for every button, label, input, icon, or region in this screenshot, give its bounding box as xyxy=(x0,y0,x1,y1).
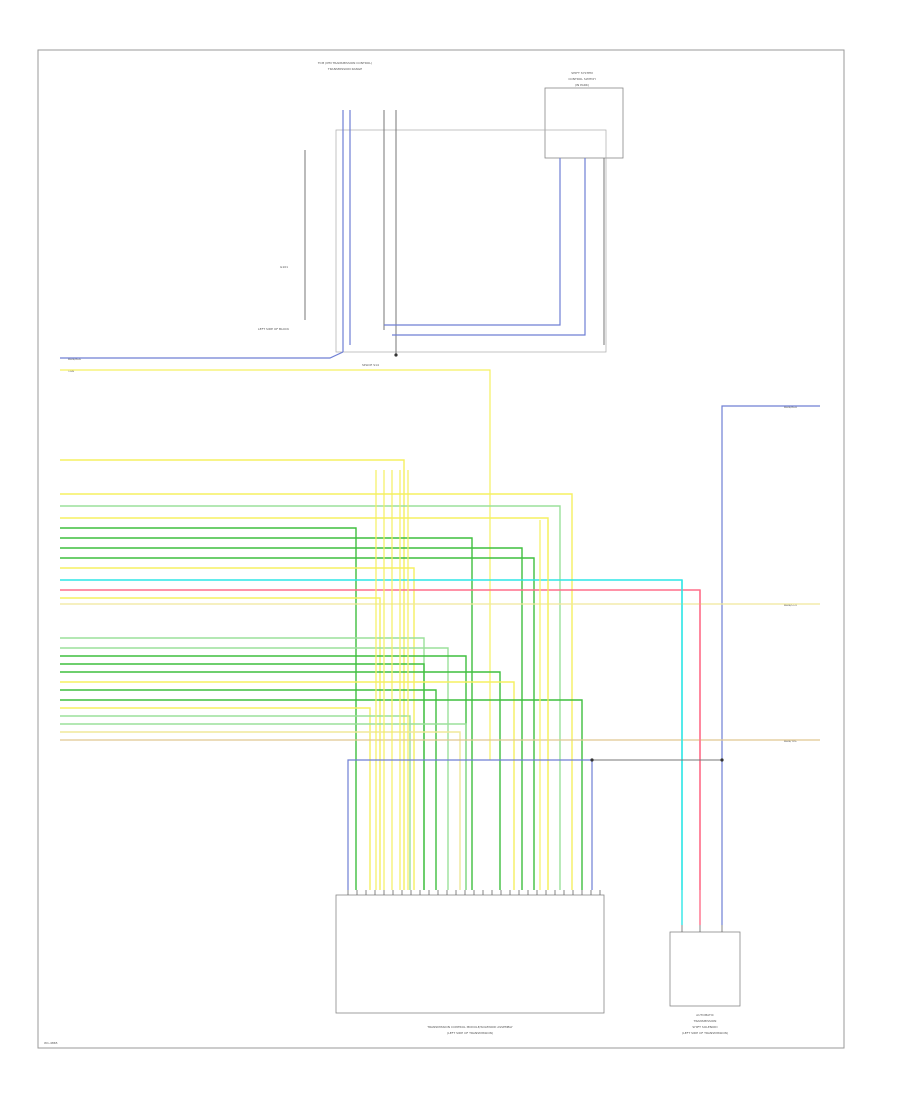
wire-row-23 xyxy=(60,723,467,890)
tcm-caption-1: TRANSMISSION CONTROL MODULE/SOLENOID ASS… xyxy=(426,1025,513,1029)
solenoid-caption-3: SHIFT SOLENOID xyxy=(692,1025,718,1029)
wire-row-17 xyxy=(60,671,501,890)
wire-row-7 xyxy=(60,557,535,890)
wire-row-14 xyxy=(60,647,449,890)
wire-row-4 xyxy=(60,527,357,890)
wire-row-5 xyxy=(60,537,473,890)
solenoid-caption-2: TRANSMISSION xyxy=(693,1019,717,1023)
wire-row-24 xyxy=(60,731,461,890)
left-label-brnblk: BRN/BLK xyxy=(68,357,82,361)
wire-row-1 xyxy=(60,493,573,890)
wire-row-16 xyxy=(60,663,425,890)
ground-id: G101 xyxy=(280,265,288,269)
wire-row-22 xyxy=(60,715,411,890)
diagram-code: W1-4865 xyxy=(44,1041,58,1045)
top-connector-enclosure xyxy=(335,129,607,353)
shift-module-title-1: SHIFT SYSTEM xyxy=(571,71,593,75)
right-label-low: BRN/YEL xyxy=(784,739,797,743)
wire-module-blue-1 xyxy=(384,158,561,326)
wire-right-blue xyxy=(721,405,820,925)
diagram-frame xyxy=(37,49,845,1049)
wire-row-15 xyxy=(60,655,467,890)
wire-row-11 xyxy=(60,597,381,890)
wire-bottom-blue xyxy=(347,759,593,890)
top-connector-title-2: TRANSMISSION RANGE xyxy=(327,67,362,71)
shift-module-title-2: CONTROL SWITCH xyxy=(568,77,595,81)
ground-label: LEFT SIDE OF BLOCK xyxy=(258,327,290,331)
wire-row-0 xyxy=(60,459,405,890)
wire-left-blue xyxy=(60,351,344,359)
wire-row-6 xyxy=(60,547,523,890)
splice-bottom-right xyxy=(720,758,724,762)
splice-top-label: SPLICE S14 xyxy=(362,363,379,367)
wire-row-20 xyxy=(60,699,583,890)
tcm-solenoid-connector xyxy=(335,894,605,1014)
splice-bottom xyxy=(590,758,594,762)
wire-row-9 xyxy=(60,579,683,890)
top-connector-title-1: TCM (IPM TRANSMISSION CONTROL) xyxy=(317,61,372,65)
solenoid-caption-1: AUTOMATIC xyxy=(696,1013,714,1017)
wire-row-8 xyxy=(60,567,415,890)
wire-row-3 xyxy=(60,517,549,890)
wire-row-21 xyxy=(60,707,371,890)
right-label-mid: BRN/CUT xyxy=(784,603,798,607)
splice-s14 xyxy=(394,353,398,357)
wire-left-yellow xyxy=(60,369,491,760)
tcm-caption-2: (LEFT SIDE OF TRANSMISSION) xyxy=(447,1031,493,1035)
wire-row-2 xyxy=(60,505,561,890)
wire-row-18 xyxy=(60,681,515,890)
shift-solenoid-connector xyxy=(669,931,741,1007)
left-label-tan: TAN xyxy=(67,369,74,373)
solenoid-caption-4: (LEFT SIDE OF TRANSMISSION) xyxy=(682,1031,728,1035)
shift-system-module xyxy=(544,87,624,159)
wire-group xyxy=(60,110,820,932)
right-label-top: BRN/BLU xyxy=(784,405,797,409)
wire-module-blue-2 xyxy=(392,158,586,336)
shift-module-title-3: (IN PARK) xyxy=(575,83,589,87)
wire-row-19 xyxy=(60,689,437,890)
